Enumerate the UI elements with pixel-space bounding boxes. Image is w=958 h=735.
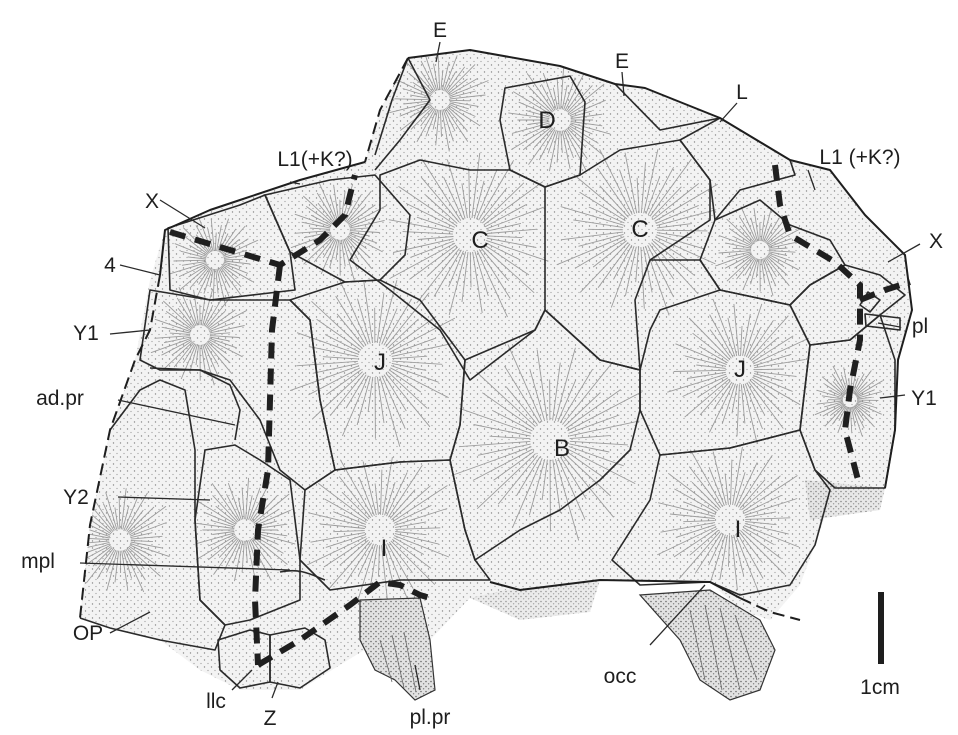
label-i-left: I — [381, 535, 388, 562]
label-ad-pr: ad.pr — [36, 387, 84, 410]
label-j-right: J — [734, 356, 746, 383]
label-l1-left: L1(+K?) — [277, 148, 352, 171]
label-e-left: E — [433, 19, 447, 42]
label-b: B — [554, 435, 570, 462]
scale-bar: 1cm — [860, 592, 900, 699]
label-occ: occ — [604, 665, 637, 688]
label-l: L — [736, 81, 748, 104]
pl-pr-process — [360, 598, 435, 700]
label-c-left: C — [471, 227, 488, 254]
label-c-right: C — [631, 216, 648, 243]
label-4: 4 — [104, 254, 116, 277]
label-y1-left: Y1 — [73, 322, 99, 345]
label-pl: pl — [912, 315, 928, 338]
label-pl-pr: pl.pr — [410, 706, 451, 729]
label-op: OP — [73, 622, 103, 645]
label-llc: llc — [206, 690, 226, 713]
label-z: Z — [264, 707, 277, 730]
label-y1-right: Y1 — [911, 387, 937, 410]
scale-bar-line — [878, 592, 884, 664]
ornament-ray — [119, 497, 120, 529]
label-e-right: E — [615, 50, 629, 73]
label-x-left: X — [145, 190, 159, 213]
ornament-ray — [588, 229, 623, 230]
label-mpl: mpl — [21, 550, 55, 573]
label-d: D — [538, 107, 555, 134]
label-i-right: I — [735, 516, 742, 543]
scale-bar-label: 1cm — [860, 676, 900, 699]
label-j-left: J — [374, 349, 386, 376]
ornament-ray — [450, 100, 470, 101]
label-y2: Y2 — [63, 486, 89, 509]
label-l1-right: L1 (+K?) — [819, 146, 900, 169]
label-x-right: X — [929, 230, 943, 253]
